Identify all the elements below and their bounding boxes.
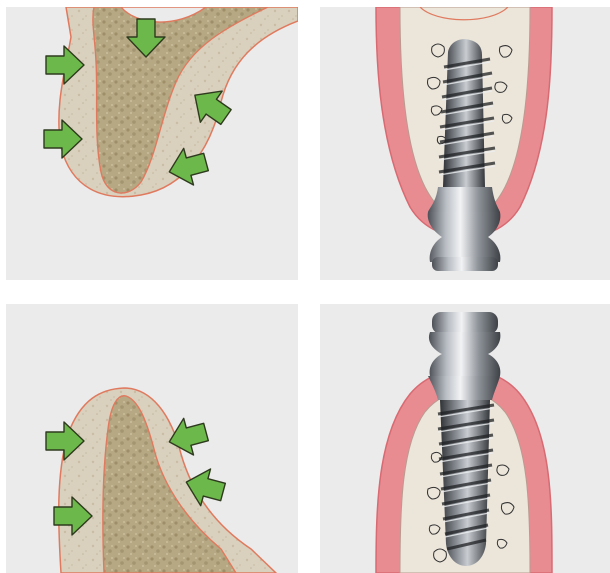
upper-implant-illustration [320,7,610,280]
lower-bone-illustration [6,304,298,573]
implant-collar [428,376,500,400]
upper-bone-panel [6,7,298,280]
lower-implant-illustration [320,304,610,573]
abutment-cap [432,312,498,334]
implant-collar [428,187,500,212]
abutment-cap [432,257,498,271]
lower-implant-panel [320,304,610,573]
upper-implant-panel [320,7,610,280]
abutment [429,332,500,376]
upper-bone-illustration [6,7,298,280]
lower-bone-panel [6,304,298,573]
abutment [428,212,501,262]
